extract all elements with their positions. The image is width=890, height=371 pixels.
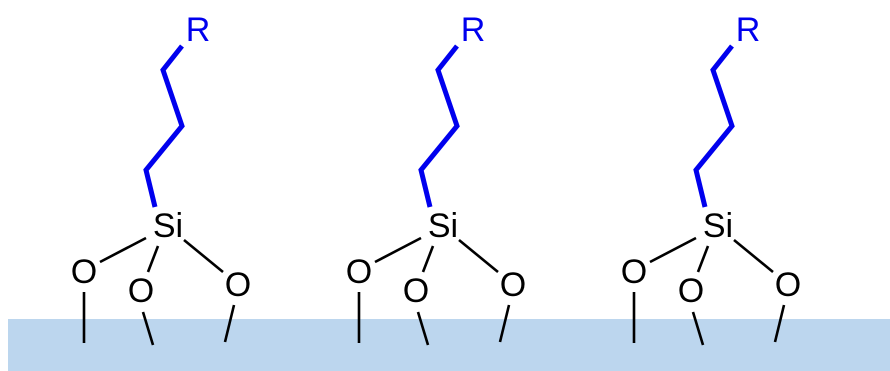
silicon-label: Si bbox=[153, 207, 183, 245]
propyl-chain bbox=[693, 44, 735, 208]
si-o-bond-left bbox=[649, 236, 697, 264]
si-o-bond-left bbox=[374, 236, 422, 264]
oxygen-label-left: O bbox=[621, 253, 647, 291]
silicon-label: Si bbox=[428, 207, 458, 245]
propyl-chain bbox=[143, 44, 185, 208]
oxygen-label-right: O bbox=[775, 266, 801, 304]
oxygen-label-right: O bbox=[225, 266, 251, 304]
oxygen-label-middle: O bbox=[403, 272, 429, 310]
si-o-bond-left bbox=[99, 236, 147, 264]
r-group-label: R bbox=[186, 11, 211, 49]
oxygen-label-middle: O bbox=[678, 272, 704, 310]
o-surface-bond-right bbox=[498, 304, 511, 343]
o-surface-bond-right bbox=[773, 304, 786, 343]
oxygen-label-left: O bbox=[71, 253, 97, 291]
propyl-chain bbox=[418, 44, 460, 208]
o-surface-bond-middle bbox=[141, 311, 155, 346]
si-o-bond-middle bbox=[146, 245, 160, 273]
o-surface-bond-middle bbox=[416, 311, 430, 346]
o-surface-bond-middle bbox=[691, 311, 705, 346]
si-o-bond-right bbox=[458, 238, 499, 274]
r-group-label: R bbox=[461, 11, 486, 49]
si-o-bond-middle bbox=[421, 245, 435, 273]
o-surface-bond-right bbox=[223, 304, 236, 343]
si-o-bond-middle bbox=[696, 245, 710, 273]
oxygen-label-middle: O bbox=[128, 272, 154, 310]
oxygen-label-right: O bbox=[500, 266, 526, 304]
substrate-surface bbox=[8, 319, 890, 371]
si-o-bond-right bbox=[733, 238, 774, 274]
r-group-label: R bbox=[736, 11, 761, 49]
silicon-label: Si bbox=[703, 207, 733, 245]
si-o-bond-right bbox=[183, 238, 224, 274]
oxygen-label-left: O bbox=[346, 253, 372, 291]
